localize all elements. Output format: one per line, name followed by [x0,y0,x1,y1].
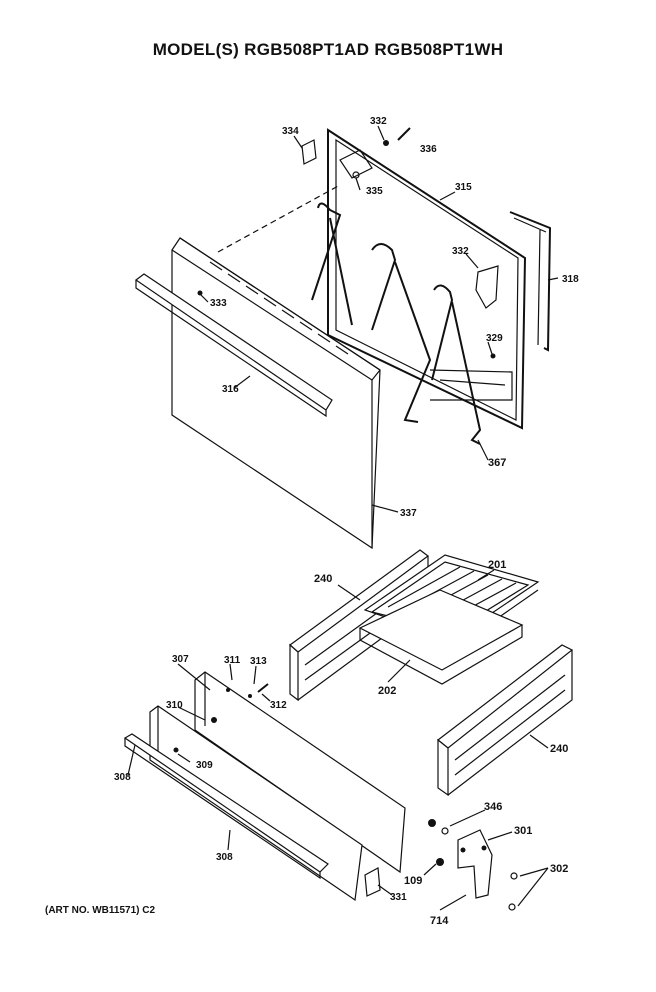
door-side-trim [509,211,552,352]
callout-337: 337 [400,508,417,519]
callout-308-left: 308 [114,772,131,783]
diagram-title: MODEL(S) RGB508PT1AD RGB508PT1WH [152,40,504,59]
callout-240-right: 240 [550,743,568,755]
callout-109: 109 [404,875,422,887]
callout-labels: 334 332 336 335 315 318 332 333 329 316 … [114,116,579,927]
callout-329: 329 [486,333,503,344]
callout-312: 312 [270,700,287,711]
callout-331: 331 [390,892,407,903]
right-side-rail [437,644,574,797]
callout-332-right: 332 [452,246,469,257]
drawer-hardware [248,683,518,911]
door-springs [311,202,482,445]
callout-301: 301 [514,825,532,837]
art-number: (ART NO. WB11571) C2 [45,905,156,916]
callout-309: 309 [196,760,213,771]
callout-334: 334 [282,126,299,137]
callout-714: 714 [430,915,449,927]
callout-202: 202 [378,685,396,697]
upper-hardware [301,127,499,359]
broiler-pan [358,589,524,685]
callout-336: 336 [420,144,437,155]
callout-316: 316 [222,384,239,395]
callout-315: 315 [455,182,472,193]
callout-332-top: 332 [370,116,387,127]
callout-307: 307 [172,654,189,665]
callout-333: 333 [210,298,227,309]
alignment-line [217,184,341,253]
callout-310: 310 [166,700,183,711]
leader-lines [127,125,559,911]
callout-313: 313 [250,656,267,667]
drawer-trim [123,733,329,880]
callout-367: 367 [488,457,506,469]
door-inner-panel [327,128,527,430]
outer-door-panel [171,237,381,550]
callout-346: 346 [484,801,502,813]
callout-201: 201 [488,559,506,571]
callout-335: 335 [366,186,383,197]
callout-308-bottom: 308 [216,852,233,863]
callout-318: 318 [562,274,579,285]
callout-302: 302 [550,863,568,875]
callout-311: 311 [224,655,241,666]
door-handle [134,273,333,418]
drawer-inner-panel [194,671,406,874]
callout-240-left: 240 [314,573,332,585]
